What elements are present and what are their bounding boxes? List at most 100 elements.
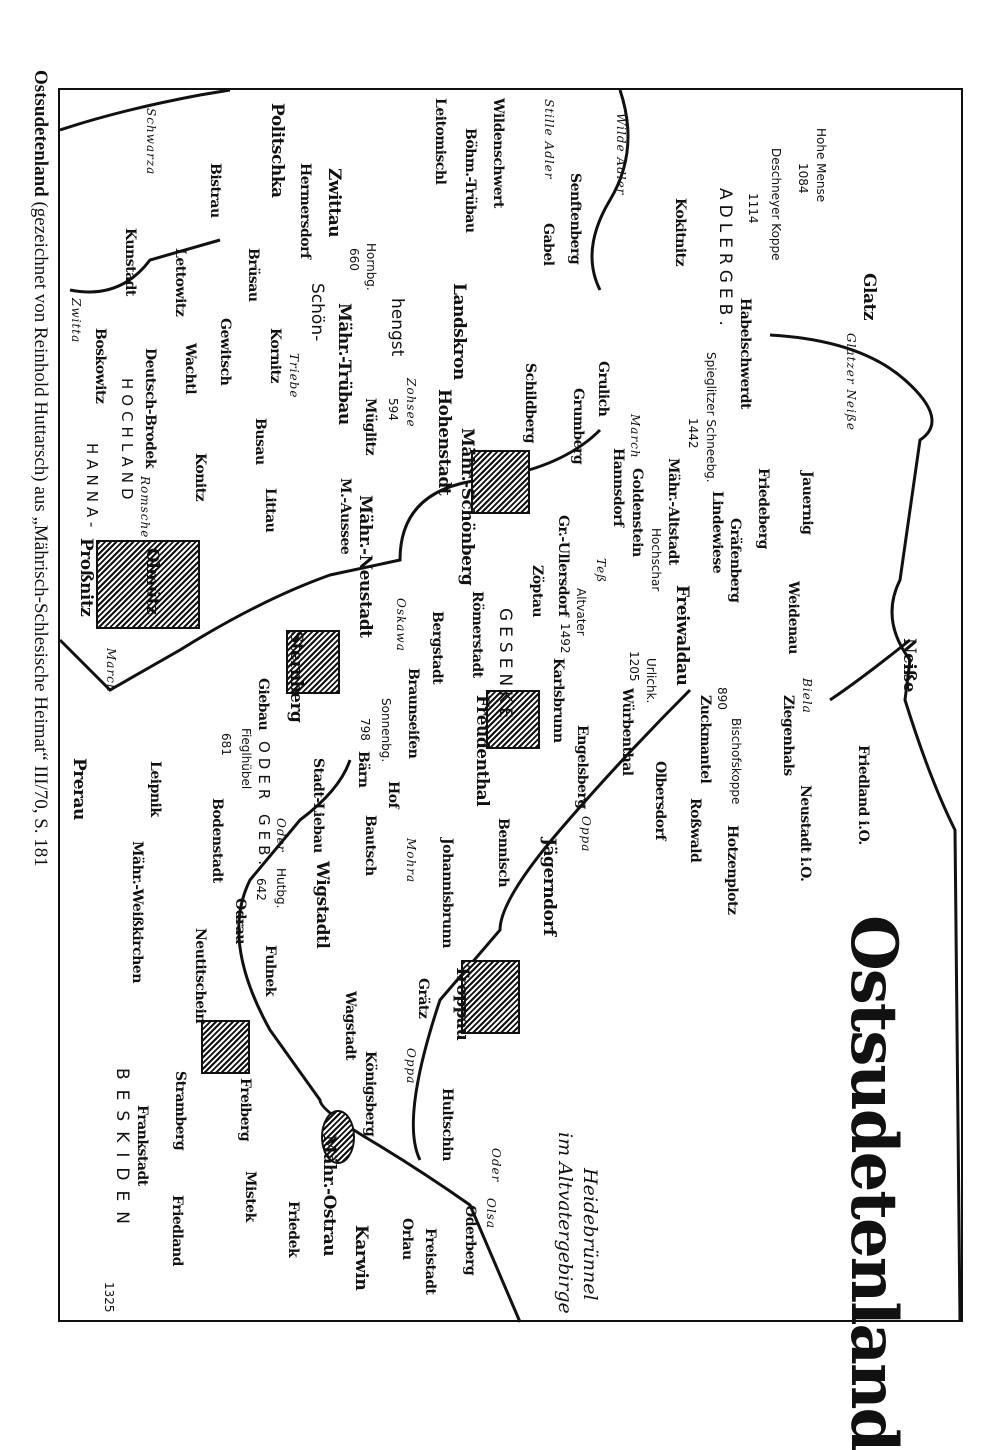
river-label: Teß: [594, 558, 608, 584]
river-label: Zwitta: [69, 298, 83, 344]
town-label: Orlau: [399, 1218, 415, 1260]
town-label: Hannsdorf: [610, 448, 626, 527]
town-label: Kornitz: [267, 328, 283, 383]
town-label: Engelsberg: [574, 725, 590, 809]
town-label: Troppau: [452, 965, 472, 1041]
town-label: Giebau: [255, 678, 271, 731]
town-label: Braunseifen: [405, 668, 421, 759]
town-label: Hof: [385, 781, 401, 809]
town-label: Schildberg: [522, 363, 538, 444]
town-label: Hermersdorf: [297, 163, 313, 259]
peak-label: Hochschar: [649, 528, 663, 592]
river-glatzer-neisse: [769, 333, 962, 1323]
neutitschein-church-icon: [201, 1020, 250, 1074]
town-label: Mähr.-Trübau: [334, 303, 354, 425]
peak-label: Bischofskoppe: [729, 718, 743, 805]
river-label: Romsche: [138, 476, 152, 539]
town-label: Glatz: [859, 273, 879, 320]
town-label: Mistek: [242, 1171, 258, 1222]
river-oppa: [411, 688, 692, 1161]
town-label: Königsberg: [362, 1051, 378, 1137]
town-label: Ziegenhals: [780, 695, 796, 776]
town-label: Politschka: [267, 103, 287, 198]
town-label: Grätz: [415, 978, 431, 1019]
town-label: Deutsch-Brodek: [142, 348, 158, 469]
caption-source: (gezeichnet von Reinhold Huttarsch) aus …: [30, 196, 51, 867]
town-label: Fulnek: [262, 945, 278, 996]
peak-height: 798: [358, 718, 372, 741]
peak-height: 642: [254, 878, 268, 901]
peak-label: Sonnenbg.: [379, 698, 393, 763]
town-label: Bennisch: [495, 818, 511, 888]
town-label: Grulich: [595, 361, 611, 417]
peak-label: Fieglhübel: [239, 728, 253, 790]
town-label: Bärn: [355, 751, 371, 788]
town-label: Friedland i.O.: [855, 745, 871, 845]
town-label: Proßnitz: [76, 538, 96, 617]
town-label: Busau: [252, 418, 268, 465]
town-label: Jauernig: [799, 471, 815, 535]
town-label: Wagstadt: [342, 991, 358, 1061]
town-label: Odrau: [232, 898, 248, 945]
river-label: Schwarza: [144, 108, 158, 176]
peak-height: 1325: [102, 1282, 116, 1313]
peak-height: 1114: [746, 193, 760, 224]
river-label: Oppa: [579, 816, 593, 853]
peak-height: 594: [386, 398, 400, 421]
region-label: GESENKE: [495, 608, 515, 724]
peak-height: 681: [219, 733, 233, 756]
peak-label: Deschneyer Koppe: [769, 148, 783, 261]
town-label: Johannisbrunn: [439, 838, 455, 948]
town-label: Gabel: [540, 223, 556, 266]
peak-height: 1084: [796, 163, 810, 194]
river-label: Triebe: [287, 353, 301, 399]
town-label: Leipnik: [147, 761, 163, 817]
town-label: Gewitsch: [217, 318, 233, 386]
river-label: Biela: [800, 678, 814, 714]
town-label: Mähr.-Schönberg: [457, 428, 477, 586]
river-label: Stille Adler: [542, 99, 556, 180]
town-label: Mähr.-Ostrau: [319, 1135, 339, 1257]
town-label: Brüsau: [245, 248, 261, 302]
town-label: Lindewiese: [709, 491, 725, 574]
river-label: Mohra: [404, 838, 418, 884]
town-label: Bergstadt: [429, 611, 445, 685]
river-biela: [829, 638, 911, 702]
town-label: Weidenau: [785, 581, 801, 654]
region-label: HOCHLAND: [118, 378, 136, 505]
region-label: BESKIDEN: [112, 1068, 132, 1234]
region-label: ODER GEB.: [255, 741, 273, 871]
town-label: Olbersdorf: [652, 761, 668, 840]
town-label: Bodenstadt: [209, 798, 225, 883]
peak-label: Hornbg.: [364, 243, 378, 291]
town-label: Wildenschwert: [490, 98, 506, 208]
town-label: Neiße: [899, 638, 919, 693]
town-label: Zwittau: [324, 168, 344, 238]
river-label: Oder: [489, 1148, 503, 1183]
town-label: Konitz: [192, 453, 208, 502]
river-label: Oppa: [404, 1048, 418, 1085]
town-label: Prerau: [69, 758, 89, 820]
town-label: Goldenstein: [629, 468, 645, 557]
vignette-title: Heidebrünnel: [579, 1168, 601, 1301]
town-label: Karwin: [351, 1225, 371, 1291]
town-label: Bistrau: [207, 163, 223, 218]
town-label: Bautsch: [362, 815, 378, 876]
town-label: Freistadt: [422, 1228, 438, 1295]
town-label: Hotzenplotz: [724, 825, 740, 915]
river-label: March: [104, 648, 118, 693]
town-label: Senftenberg: [567, 173, 583, 265]
river-label: Glatzer Neiße: [844, 333, 858, 431]
town-label: Kokitnitz: [672, 198, 688, 267]
town-label: Gräfenberg: [727, 518, 743, 603]
river-label: Olsa: [484, 1198, 498, 1229]
town-label: M.-Aussee: [337, 478, 353, 555]
caption-bold: Ostsudetenland: [30, 70, 51, 197]
river-zwitta: [69, 238, 221, 294]
town-label: Friedland: [169, 1195, 185, 1266]
town-label: Freudenthal: [472, 695, 492, 807]
peak-label: Urlichk.: [644, 658, 658, 704]
river-label: Zohsee: [404, 378, 418, 428]
town-label: Freiwaldau: [672, 585, 692, 686]
town-label: Stramberg: [172, 1071, 188, 1151]
